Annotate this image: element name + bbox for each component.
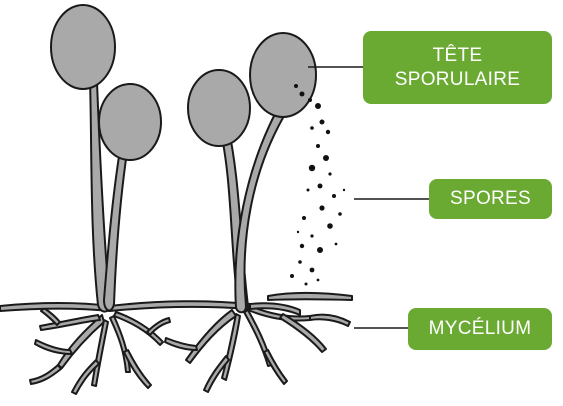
- label-mycelium: MYCÉLIUM: [408, 308, 552, 350]
- left-tall-head: [51, 5, 115, 89]
- left-short-head: [99, 84, 161, 160]
- right-right-stalk: [235, 112, 284, 312]
- spores-cloud: [290, 84, 345, 286]
- label-mycelium-text: MYCÉLIUM: [429, 317, 532, 341]
- spore-pile: [268, 293, 352, 300]
- right-mycelium-roots: [165, 303, 350, 392]
- right-left-head: [188, 70, 250, 146]
- left-short-stalk: [104, 150, 127, 310]
- label-head-line2: SPORULAIRE: [395, 68, 520, 92]
- label-sporulating-head: TÊTE SPORULAIRE: [363, 31, 552, 104]
- label-spores: SPORES: [429, 179, 552, 219]
- right-right-head: [250, 33, 316, 117]
- label-head-line1: TÊTE: [433, 44, 483, 68]
- label-spores-text: SPORES: [450, 187, 531, 211]
